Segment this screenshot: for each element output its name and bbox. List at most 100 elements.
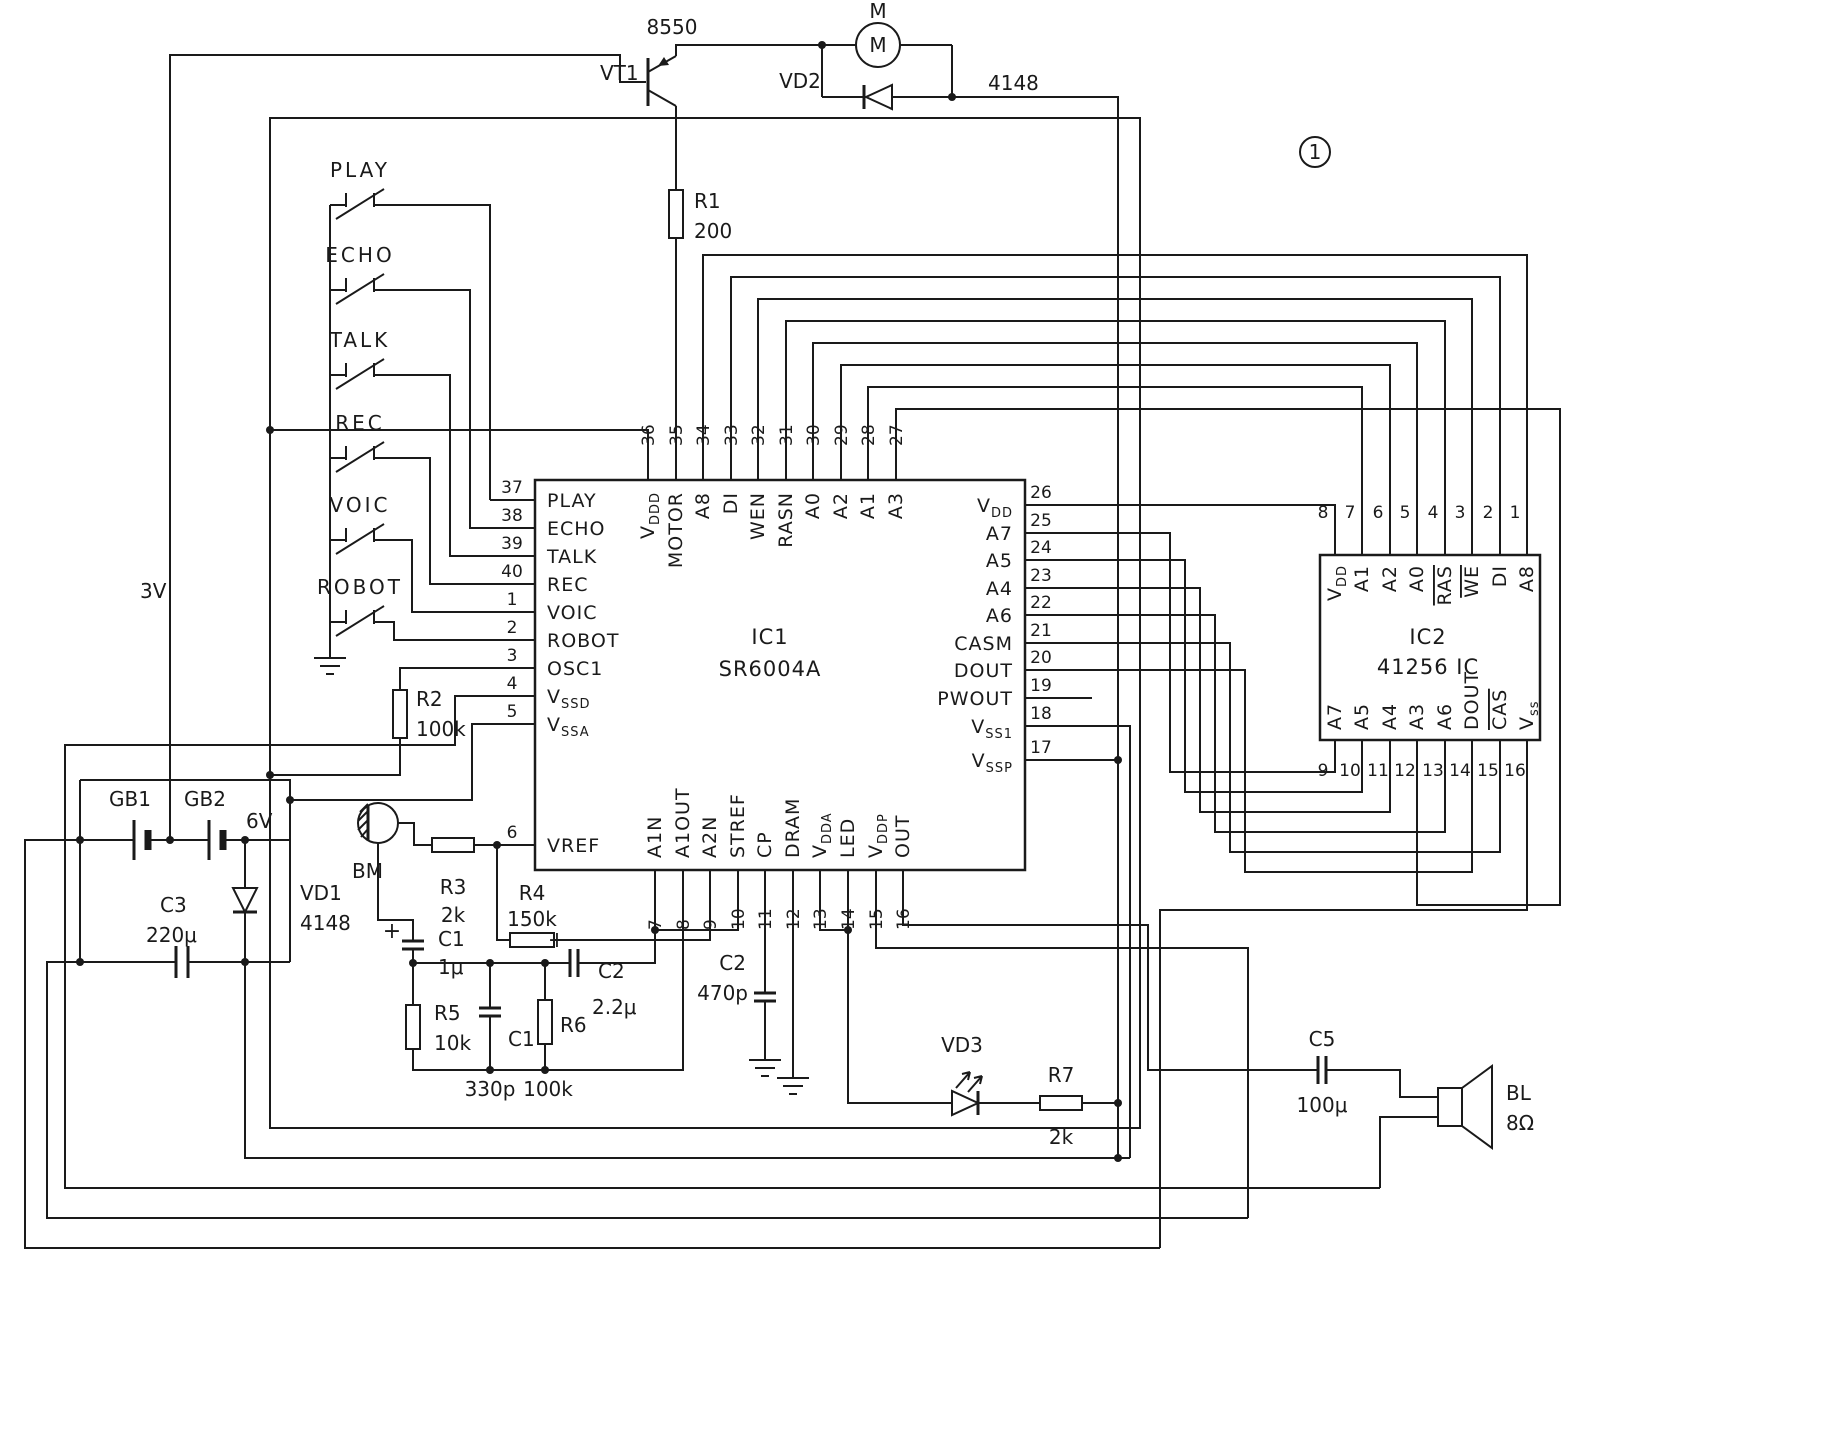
pin-number: 6	[507, 823, 518, 843]
c1a-ref: C1	[438, 927, 465, 951]
pin-label: CAS	[1489, 689, 1511, 730]
pin-label: A2N	[699, 816, 721, 858]
switch-rec: REC	[335, 411, 385, 473]
pin-label: PWOUT	[937, 688, 1013, 710]
pin-label: CP	[754, 831, 776, 858]
pin-number: 7	[1345, 503, 1356, 523]
pin-number: 14	[1449, 761, 1471, 781]
pin-number: 36	[639, 424, 659, 446]
bm-hatch	[357, 803, 369, 838]
motor-icon	[855, 22, 901, 68]
c2a-value: 2.2μ	[592, 995, 637, 1019]
pin-label: A0	[1406, 565, 1428, 592]
ic1-top-pins: 36VDDD35MOTOR34A833DI32WEN31RASN30A029A2…	[637, 424, 907, 568]
pin-label: A4	[1379, 703, 1401, 730]
ic1-bottom-pins: 7A1N8A1OUT9A2N10STREF11CP12DRAM13VDDA14L…	[644, 787, 914, 930]
pin-label: VSSP	[972, 750, 1013, 776]
capacitors: C3 220μ + C1 1μ C1 330p + C2 2.2μ C2 470…	[146, 893, 1348, 1117]
pin-label: VDD	[1324, 565, 1350, 601]
switch-label-play: PLAY	[330, 158, 390, 182]
c1b-plates	[479, 1006, 501, 1018]
pin-label: A8	[1516, 565, 1538, 592]
ground-icon	[314, 657, 346, 675]
r3-ref: R3	[440, 875, 467, 899]
pin-label: A1OUT	[672, 787, 694, 858]
pin-number: 13	[1422, 761, 1444, 781]
switch-voic: VOIC	[330, 493, 387, 555]
motor-label: M	[869, 33, 886, 57]
speaker-horn-icon	[1461, 1064, 1493, 1150]
pin-label: DI	[720, 492, 742, 514]
ic1-ref: IC1	[751, 625, 788, 649]
pin-label: REC	[547, 574, 588, 596]
pin-label: VDDD	[637, 492, 663, 539]
r7-value: 2k	[1049, 1125, 1074, 1149]
pin-label: VDDP	[865, 813, 891, 858]
r4-value: 150k	[507, 907, 557, 931]
pin-label: WEN	[747, 492, 769, 540]
c2b-plates	[754, 991, 776, 1003]
c1a-value: 1μ	[438, 955, 464, 979]
r6-ref: R6	[560, 1013, 587, 1037]
pin-number: 33	[722, 424, 742, 446]
pin-label: A1	[1351, 565, 1373, 592]
switch-label-rec: REC	[335, 411, 385, 435]
r1-ref: R1	[694, 189, 721, 213]
vt1-emitter-arrow	[658, 57, 669, 66]
pin-label: VSS1	[971, 716, 1013, 742]
pin-label: A7	[1324, 703, 1346, 730]
pin-label: Vss	[1516, 700, 1542, 730]
wires	[24, 44, 1561, 1249]
pin-number: 40	[501, 562, 523, 582]
c5-plates	[1316, 1056, 1328, 1084]
pin-label: TALK	[546, 546, 597, 568]
pin-label: A3	[885, 492, 907, 519]
ic1: IC1 SR6004A 37PLAY38ECHO39TALK40REC1VOIC…	[490, 424, 1058, 930]
pin-label: DOUT	[1461, 671, 1483, 730]
pin-number: 11	[1367, 761, 1389, 781]
vd2-value: 4148	[988, 71, 1039, 95]
c3-plates	[174, 946, 190, 978]
pin-label: A1	[857, 492, 879, 519]
pin-label: RASN	[775, 492, 797, 548]
speaker-bl: BL 8Ω	[1437, 1064, 1534, 1150]
pin-label: A6	[1434, 703, 1456, 730]
pin-number: 25	[1030, 511, 1052, 531]
c5-ref: C5	[1309, 1027, 1336, 1051]
pin-label: ROBOT	[547, 630, 619, 652]
switch-echo: ECHO	[325, 243, 392, 305]
r4-body	[509, 932, 555, 948]
pin-number: 2	[507, 618, 518, 638]
pin-label: CASM	[954, 633, 1013, 655]
transistor-vt1: 8550 VT1	[600, 15, 698, 107]
pin-number: 13	[811, 908, 831, 930]
ic2: IC2 41256 IC 8VDD7A16A25A04RAS3WE2DI1A8 …	[1318, 503, 1542, 781]
pin-number: 5	[507, 702, 518, 722]
pin-number: 12	[1394, 761, 1416, 781]
gb2-ref: GB2	[184, 787, 226, 811]
r3-value: 2k	[441, 903, 466, 927]
pin-label: A3	[1406, 703, 1428, 730]
pin-number: 3	[1455, 503, 1466, 523]
vd3-arrow-1	[955, 1071, 971, 1089]
c2b-ref: C2	[719, 951, 746, 975]
switch-label-robot: ROBOT	[317, 575, 403, 599]
pin-label: OUT	[892, 815, 914, 858]
c3-ref: C3	[160, 893, 187, 917]
pin-number: 23	[1030, 566, 1052, 586]
pin-label: A6	[986, 605, 1013, 627]
rail-voltage: 3V	[140, 579, 167, 603]
c1a-plates	[402, 939, 424, 951]
pin-number: 4	[507, 674, 518, 694]
switch-symbol	[335, 188, 385, 220]
r4-ref: R4	[519, 881, 546, 905]
pin-number: 7	[646, 919, 666, 930]
c2b-value: 470p	[697, 981, 748, 1005]
pin-number: 24	[1030, 538, 1052, 558]
vt1-value: 8550	[647, 15, 698, 39]
r2-body	[392, 689, 408, 739]
vd1-value: 4148	[300, 911, 351, 935]
pin-label: A7	[986, 523, 1013, 545]
c5-value: 100μ	[1297, 1093, 1348, 1117]
